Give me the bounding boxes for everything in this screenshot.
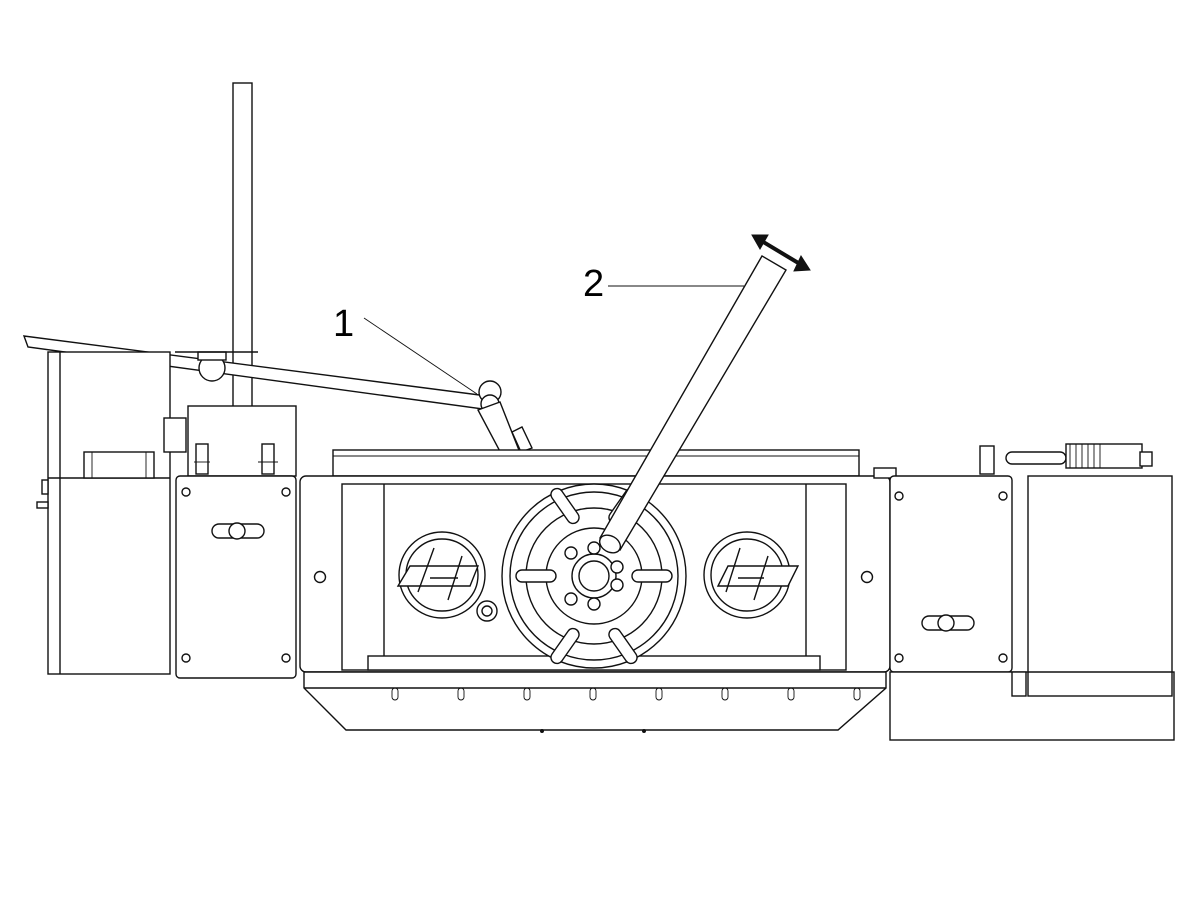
callout-2-number: 2 (583, 263, 604, 305)
callout-1-number: 1 (333, 303, 354, 345)
adjustment-bar (598, 255, 787, 554)
haas-logo-right-icon (703, 531, 800, 619)
left-side-cover (175, 475, 297, 679)
right-motor-housing (979, 443, 1173, 697)
right-side-cover (873, 467, 1175, 741)
haas-logo-left-icon (396, 531, 498, 622)
faceplate (501, 483, 687, 669)
callout-1: 1 (333, 303, 478, 395)
double-headed-arrow-icon (751, 234, 811, 272)
left-motor-housing (36, 351, 171, 675)
mount-block (163, 405, 297, 477)
callout-2: 2 (583, 263, 744, 305)
